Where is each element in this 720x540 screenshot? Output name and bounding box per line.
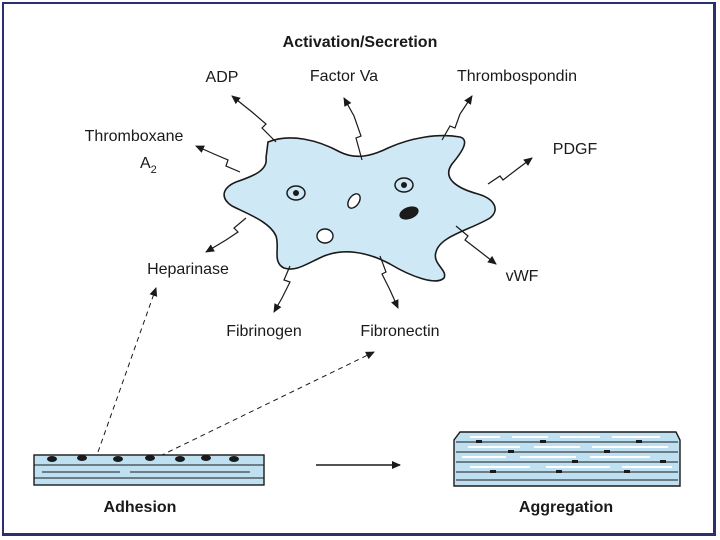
arrow-factor-va xyxy=(343,97,363,161)
arrow-fibrinogen xyxy=(273,265,291,313)
dashed-arrow-to-fibronectin xyxy=(159,351,375,457)
vesicle-oval xyxy=(347,193,361,209)
dashed-arrow-to-heparinase xyxy=(97,287,158,453)
label-thromboxane-a: A2 xyxy=(140,155,157,176)
arrow-thrombospondin xyxy=(441,95,473,141)
label-aggregation: Aggregation xyxy=(519,499,613,516)
label-pdgf: PDGF xyxy=(553,141,598,158)
arrow-heparinase xyxy=(205,217,247,253)
granule-right xyxy=(394,177,414,193)
arrow-thromboxane xyxy=(195,145,241,173)
activated-platelet xyxy=(223,134,496,282)
arrow-pdgf xyxy=(487,157,533,185)
vesicle-round xyxy=(316,228,334,244)
arrow-fibronectin xyxy=(379,255,399,309)
label-thromboxane-a-subscript: 2 xyxy=(151,164,157,176)
diagram-title: Activation/Secretion xyxy=(283,34,438,51)
granule-left xyxy=(286,185,306,201)
arrow-adp xyxy=(231,95,277,143)
label-fibrinogen: Fibrinogen xyxy=(226,323,302,340)
label-thrombospondin: Thrombospondin xyxy=(457,68,577,85)
dense-granule xyxy=(399,206,419,220)
aggregation-layer xyxy=(453,431,681,487)
label-vwf: vWF xyxy=(506,268,539,285)
label-thromboxane: Thromboxane xyxy=(85,128,184,145)
adhesion-layer xyxy=(33,454,265,486)
label-factor-va: Factor Va xyxy=(310,68,378,85)
label-thromboxane-a-main: A xyxy=(140,155,151,172)
label-adp: ADP xyxy=(206,69,239,86)
label-heparinase: Heparinase xyxy=(147,261,229,278)
label-fibronectin: Fibronectin xyxy=(360,323,439,340)
arrow-vwf xyxy=(455,225,497,265)
label-adhesion: Adhesion xyxy=(104,499,177,516)
